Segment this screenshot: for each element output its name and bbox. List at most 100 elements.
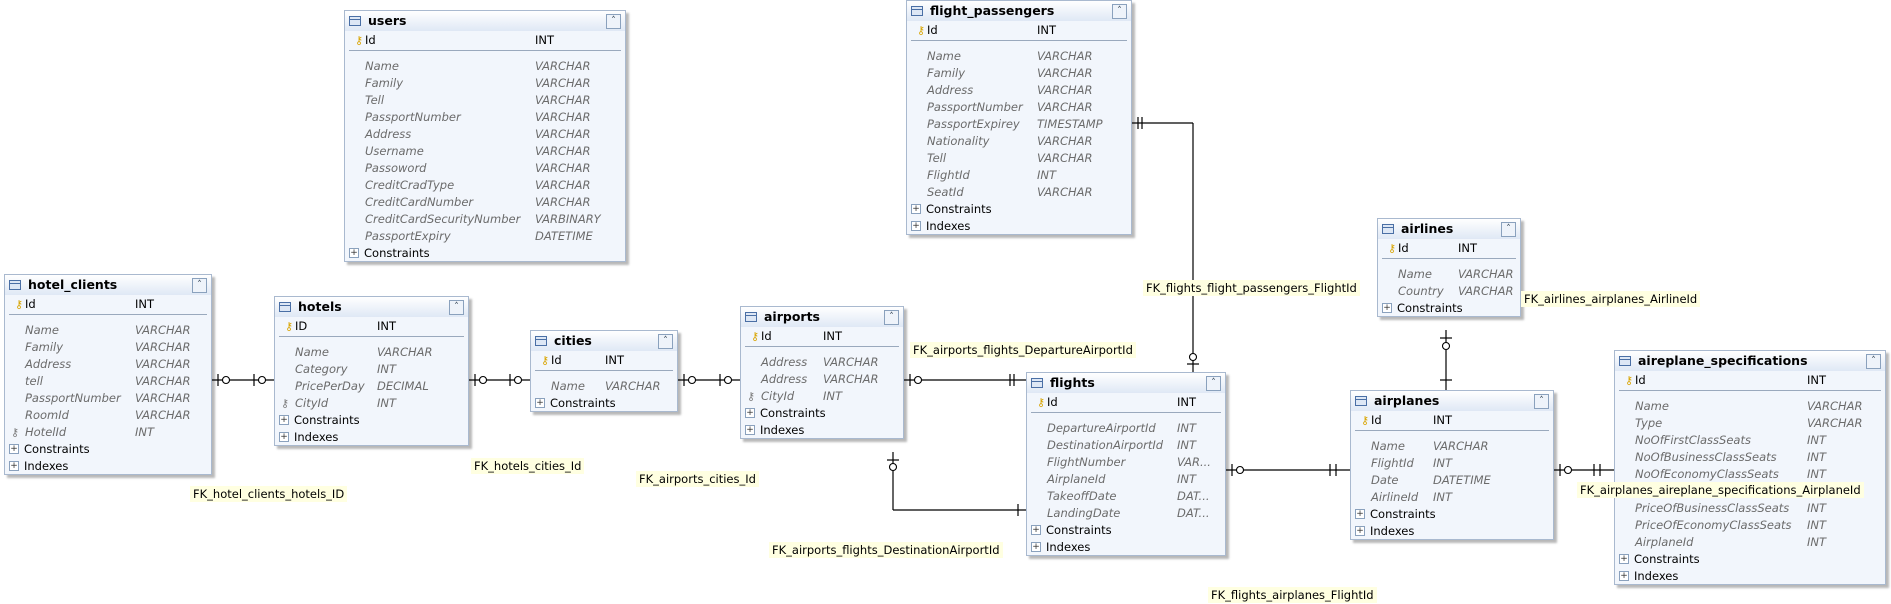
group-constraints[interactable]: +Constraints: [741, 404, 903, 421]
group-constraints[interactable]: +Constraints: [345, 244, 625, 261]
collapse-icon[interactable]: ˄: [884, 310, 899, 325]
expand-icon[interactable]: +: [1355, 509, 1365, 519]
expand-icon[interactable]: +: [1619, 571, 1629, 581]
collapse-icon[interactable]: ˄: [606, 14, 621, 29]
group-indexes[interactable]: +Indexes: [1351, 522, 1553, 539]
expand-icon[interactable]: +: [1382, 303, 1392, 313]
group-constraints[interactable]: +Constraints: [1351, 505, 1553, 522]
relationship-label[interactable]: FK_airports_flights_DepartureAirportId: [910, 342, 1136, 358]
relationship-label[interactable]: FK_flights_airplanes_FlightId: [1208, 587, 1377, 603]
expand-icon[interactable]: +: [1619, 554, 1629, 564]
relationship-label[interactable]: FK_airlines_airplanes_AirlineId: [1521, 291, 1701, 307]
collapse-icon[interactable]: ˄: [449, 300, 464, 315]
expand-icon[interactable]: +: [911, 221, 921, 231]
group-constraints[interactable]: +Constraints: [907, 200, 1131, 217]
group-constraints[interactable]: +Constraints: [275, 411, 468, 428]
relationship-label[interactable]: FK_airplanes_aireplane_specifications_Ai…: [1577, 482, 1864, 498]
group-constraints[interactable]: +Constraints: [1378, 299, 1520, 316]
table-header[interactable]: hotel_clients˄: [5, 275, 211, 295]
table-header[interactable]: cities˄: [531, 331, 677, 351]
table-header[interactable]: flights˄: [1027, 373, 1225, 393]
expand-icon[interactable]: +: [1031, 525, 1041, 535]
table-header[interactable]: airplanes˄: [1351, 391, 1553, 411]
group-constraints[interactable]: +Constraints: [1027, 521, 1225, 538]
group-indexes[interactable]: +Indexes: [5, 457, 211, 474]
table-header[interactable]: airlines˄: [1378, 219, 1520, 239]
collapse-icon[interactable]: ˄: [1866, 354, 1881, 369]
group-constraints[interactable]: +Constraints: [1615, 550, 1885, 567]
collapse-icon[interactable]: ˄: [658, 334, 673, 349]
table-header[interactable]: flight_passengers˄: [907, 1, 1131, 21]
group-constraints[interactable]: +Constraints: [531, 394, 677, 411]
relationship-label[interactable]: FK_airports_flights_DestinationAirportId: [769, 542, 1003, 558]
group-indexes[interactable]: +Indexes: [1027, 538, 1225, 555]
relationship-label[interactable]: FK_airports_cities_Id: [636, 471, 759, 487]
expand-icon[interactable]: +: [1355, 526, 1365, 536]
relationship-label[interactable]: FK_hotel_clients_hotels_ID: [190, 486, 348, 502]
table-header[interactable]: aireplane_specifications˄: [1615, 351, 1885, 371]
table-header[interactable]: airports˄: [741, 307, 903, 327]
expand-icon[interactable]: +: [9, 461, 19, 471]
collapse-icon[interactable]: ˄: [192, 278, 207, 293]
collapse-icon[interactable]: ˄: [1112, 4, 1127, 19]
group-indexes[interactable]: +Indexes: [741, 421, 903, 438]
